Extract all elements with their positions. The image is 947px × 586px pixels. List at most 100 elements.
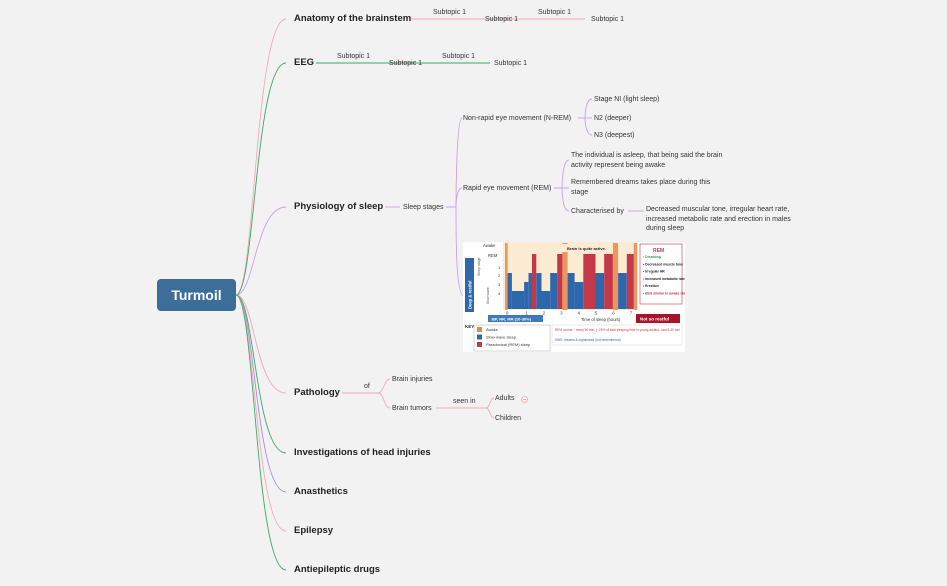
connector-anasthetics <box>235 294 287 493</box>
not-restful-label: Not so restful <box>640 317 669 322</box>
rem-frequency-note: REM occurs ~ every 90 min. (~25% of tota… <box>555 328 680 332</box>
subtopic[interactable]: Subtopic 1 <box>337 53 371 60</box>
pathology-item[interactable]: Brain injuries <box>392 376 433 383</box>
subtopic[interactable]: Subtopic 1 <box>389 60 423 67</box>
hypnogram-segment <box>567 273 575 309</box>
pathology-group[interactable]: Adults <box>495 395 515 402</box>
topic-anasthetics[interactable]: Anasthetics <box>294 486 348 497</box>
x-axis-label: Time of sleep (hours) <box>581 317 621 322</box>
rem-item[interactable]: The individual is asleep, that being sai… <box>571 152 723 169</box>
hypnogram-segment <box>550 273 558 309</box>
topic-antiepileptic[interactable]: Antiepileptic drugs <box>294 564 381 575</box>
hypnogram-segment <box>604 254 613 309</box>
pathology-relation-seen-in[interactable]: seen in <box>453 398 476 405</box>
subtopic[interactable]: Subtopic 1 <box>485 16 519 23</box>
hypnogram-segment <box>583 254 596 309</box>
topic-eeg[interactable]: EEG <box>294 57 315 68</box>
brain-active-banner: Brain is quite active. <box>567 246 606 251</box>
rem-item[interactable]: Remembered dreams takes place during thi… <box>571 179 711 196</box>
x-tick-label: 1 <box>525 311 528 316</box>
subtopic-rem[interactable]: Rapid eye movement (REM) <box>463 185 552 192</box>
sleep-hypnogram-chart[interactable]: Deep & restful Sleep stage Slow wave Awa… <box>463 242 685 352</box>
x-tick-label: 0 <box>506 311 509 316</box>
topic-anatomy[interactable]: Anatomy of the brainstem <box>294 13 412 24</box>
connector-anatomy <box>235 18 287 296</box>
hypnogram-segment <box>505 243 508 310</box>
x-tick-label: 4 <box>578 311 581 316</box>
connector-eeg <box>235 62 287 296</box>
pathology-item[interactable]: Brain tumors <box>392 405 432 412</box>
rem-box-item: • EEG similar to awake state <box>643 292 685 296</box>
topic-investigations[interactable]: Investigations of head injuries <box>294 447 431 458</box>
root-topic[interactable]: Turmoil <box>157 279 236 311</box>
hypnogram-segment <box>626 254 634 309</box>
collapse-toggle[interactable] <box>521 396 528 403</box>
x-tick-label: 6 <box>612 311 615 316</box>
subtopic[interactable]: Subtopic 1 <box>494 60 528 67</box>
hypnogram-segment <box>536 273 542 309</box>
x-tick-label: 2 <box>543 311 546 316</box>
x-tick-label: 5 <box>595 311 598 316</box>
rem-characterised-by[interactable]: Characterised by <box>571 208 624 215</box>
x-tick-label: 3 <box>560 311 563 316</box>
subtopic-sleep-stages[interactable]: Sleep stages <box>403 204 444 211</box>
nrem-stage[interactable]: Stage NI (light sleep) <box>594 96 660 103</box>
topic-epilepsy[interactable]: Epilepsy <box>294 525 334 536</box>
sws-note: SWS: dreams & nightmares (not remembered… <box>555 338 621 342</box>
hypnogram-segment <box>512 291 525 309</box>
x-tick-label: 7 <box>630 311 633 316</box>
subtopic[interactable]: Subtopic 1 <box>433 9 467 16</box>
hypnogram-segment <box>557 254 563 309</box>
key-swatch <box>477 342 482 347</box>
nrem-stage[interactable]: N3 (deepest) <box>594 132 635 139</box>
bp-note-box <box>488 315 543 322</box>
hypnogram-svg: Deep & restful Sleep stage Slow wave Awa… <box>463 242 685 352</box>
hypnogram-segment <box>507 273 512 309</box>
connector-pathology <box>235 294 287 394</box>
connector-investigations <box>235 294 287 454</box>
hypnogram-segment <box>574 282 584 309</box>
hypnogram-segment <box>618 273 627 309</box>
subtopic[interactable]: Subtopic 1 <box>538 9 572 16</box>
y-level-4: 4 <box>498 291 501 296</box>
connector-physiology <box>235 206 287 296</box>
hypnogram-segment <box>541 291 551 309</box>
hypnogram-segment <box>612 243 619 310</box>
topic-physiology[interactable]: Physiology of sleep <box>294 201 384 212</box>
rem-box-title: REM <box>653 248 664 254</box>
rem-box-item: • Erection <box>643 284 659 288</box>
hypnogram-segment <box>524 282 529 309</box>
connector-antiepileptic <box>235 294 287 571</box>
key-label: Awake <box>486 327 499 332</box>
connector-epilepsy <box>235 294 287 532</box>
hypnogram-segment <box>528 273 532 309</box>
y-level-awake: Awake <box>483 243 496 248</box>
rem-box-item: • Increased metabolic rate <box>643 277 685 281</box>
subtopic-nrem[interactable]: Non-rapid eye movement (N-REM) <box>463 115 572 122</box>
hypnogram-segment <box>532 254 537 309</box>
pathology-relation-of[interactable]: of <box>364 383 370 390</box>
key-label: Slow-wave sleep <box>486 335 517 340</box>
pathology-group[interactable]: Children <box>495 415 522 422</box>
topic-pathology[interactable]: Pathology <box>294 387 340 398</box>
nrem-stage[interactable]: N2 (deeper) <box>594 115 632 122</box>
rem-box-item: • Decreased muscle tone <box>643 262 683 266</box>
key-swatch <box>477 327 482 332</box>
not-restful-box <box>636 314 680 323</box>
key-label: Paradoxical (REM) sleep <box>486 342 531 347</box>
rem-summary-box <box>639 243 683 305</box>
hypnogram-segment <box>595 273 605 309</box>
key-swatch <box>477 334 482 340</box>
rem-box-item: • Irregular HR <box>643 270 665 274</box>
subtopic[interactable]: Subtopic 1 <box>442 53 476 60</box>
y-level-2: 2 <box>498 273 501 278</box>
deep-restful-band <box>465 258 474 312</box>
hypnogram-segment <box>562 243 568 310</box>
deep-restful-label: Deep & restful <box>468 281 473 309</box>
rem-characterised-detail[interactable]: Decreased muscular tone, irregular heart… <box>646 206 791 232</box>
hypnogram-segment <box>633 243 638 310</box>
rem-box-item: • Dreaming <box>643 255 661 259</box>
subtopic[interactable]: Subtopic 1 <box>591 16 625 23</box>
slow-wave-label: Slow wave <box>486 287 490 304</box>
